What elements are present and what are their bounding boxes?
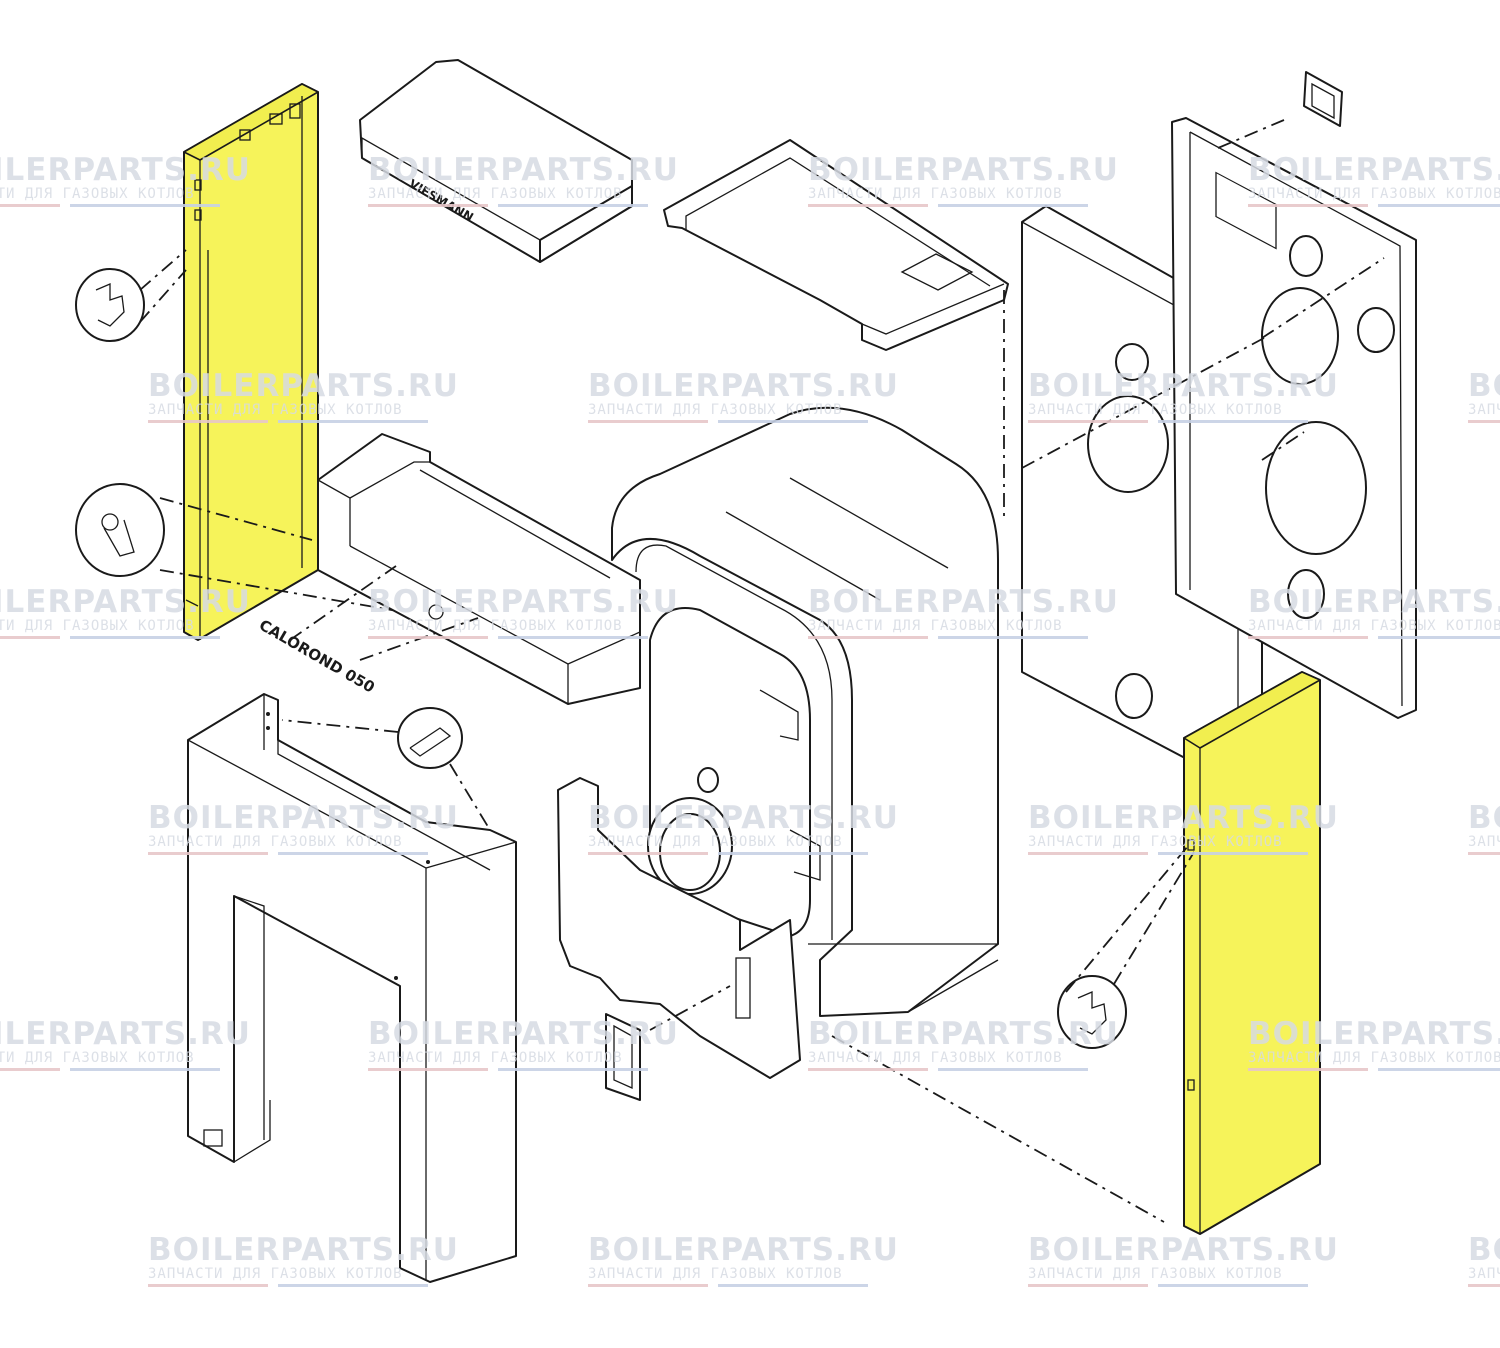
model-label: CALOROND 050: [256, 616, 378, 697]
watermark-text: BOILERPARTS.RU: [1468, 1232, 1500, 1268]
watermark-subtext: ЗАПЧАСТИ ДЛЯ ГАЗОВЫХ КОТЛОВ: [808, 1050, 1063, 1066]
watermark-subtext: ЗАПЧАСТИ ДЛЯ ГАЗОВЫХ КОТЛОВ: [0, 618, 195, 634]
watermark-text: BOILERPARTS.RU: [1468, 368, 1500, 404]
watermark-subtext: ЗАПЧАСТИ ДЛЯ ГАЗОВЫХ КОТЛОВ: [1468, 402, 1500, 418]
watermark-subtext: ЗАПЧАСТИ ДЛЯ ГАЗОВЫХ КОТЛОВ: [148, 1266, 403, 1282]
control-unit: VIESMANN: [359, 59, 633, 263]
watermark-subtext: ЗАПЧАСТИ ДЛЯ ГАЗОВЫХ КОТЛОВ: [1468, 1266, 1500, 1282]
watermark-subtext: ЗАПЧАСТИ ДЛЯ ГАЗОВЫХ КОТЛОВ: [588, 1266, 843, 1282]
watermark-text: BOILERPARTS.RU: [1468, 800, 1500, 836]
gasket-top-right: [1303, 71, 1343, 127]
gasket-bottom: [605, 1013, 641, 1101]
alignment-lines: [831, 119, 1385, 1223]
watermark-subtext: ЗАПЧАСТИ ДЛЯ ГАЗОВЫХ КОТЛОВ: [1468, 834, 1500, 850]
lower-front-frame: [187, 693, 517, 1283]
right-side-panel-highlighted: [1183, 671, 1321, 1235]
watermark-text: BOILERPARTS.RU: [1028, 1232, 1339, 1268]
screw-detail: [281, 707, 491, 831]
top-cover: [663, 139, 1009, 351]
watermark-subtext: ЗАПЧАСТИ ДЛЯ ГАЗОВЫХ КОТЛОВ: [1028, 1266, 1283, 1282]
left-side-panel-highlighted: [183, 83, 319, 641]
watermark-text: BOILERPARTS.RU: [588, 368, 899, 404]
watermark-subtext: ЗАПЧАСТИ ДЛЯ ГАЗОВЫХ КОТЛОВ: [0, 186, 195, 202]
rear-panel: [1171, 117, 1417, 719]
clip-detail-top: [75, 249, 187, 342]
clip-detail-right: [1057, 845, 1195, 1049]
watermark-text: BOILERPARTS.RU: [588, 1232, 899, 1268]
watermark-subtext: ЗАПЧАСТИ ДЛЯ ГАЗОВЫХ КОТЛОВ: [0, 1050, 195, 1066]
